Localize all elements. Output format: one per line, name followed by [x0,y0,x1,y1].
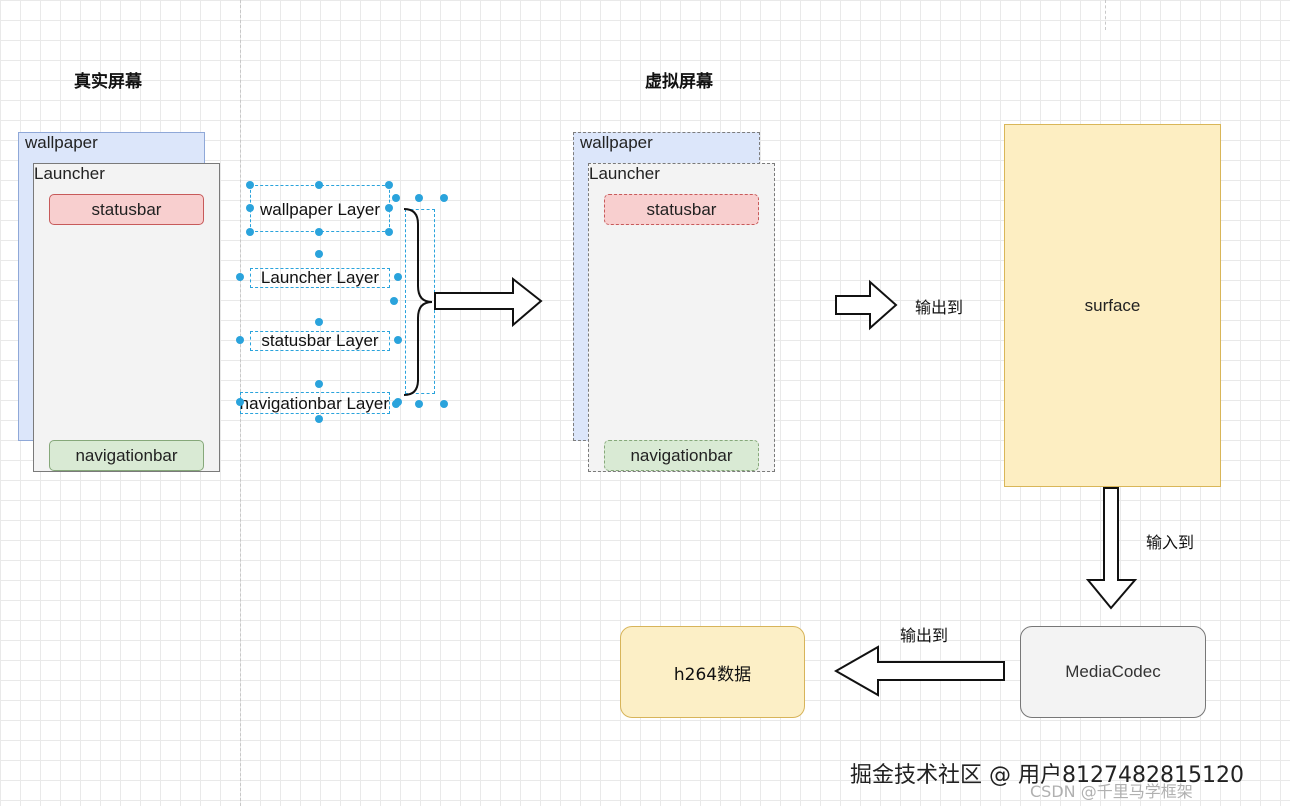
selection-handle[interactable] [236,273,244,281]
arrow-down-icon [1085,487,1138,610]
mediacodec-box: MediaCodec [1020,626,1206,718]
selection-handle[interactable] [246,228,254,236]
selection-handle[interactable] [392,194,400,202]
csdn-watermark: CSDN @千里马学框架 [1030,782,1193,801]
wallpaper-layer-label[interactable]: wallpaper Layer [259,200,380,219]
launcher-layer-label[interactable]: Launcher Layer [250,268,390,288]
virtual-wallpaper-label: wallpaper [580,133,653,152]
selection-handle[interactable] [315,380,323,388]
selection-handle[interactable] [315,228,323,236]
selection-handle[interactable] [440,400,448,408]
surface-box: surface [1004,124,1221,487]
juejin-watermark: 掘金技术社区 @ 用户8127482815120 [850,763,1244,788]
real-launcher-label: Launcher [34,164,105,183]
selection-handle[interactable] [392,400,400,408]
input-to-label: 输入到 [1146,533,1195,552]
selection-handle[interactable] [315,318,323,326]
selection-handle[interactable] [385,181,393,189]
selection-handle[interactable] [394,336,402,344]
selection-handle[interactable] [315,250,323,258]
selection-handle[interactable] [246,181,254,189]
selection-handle[interactable] [246,204,254,212]
selection-handle[interactable] [415,194,423,202]
output-to-surface-label: 输出到 [915,298,964,317]
virtual-statusbar: statusbar [604,194,759,225]
selection-handle[interactable] [385,228,393,236]
real-statusbar: statusbar [49,194,204,225]
arrow-right-icon [434,277,543,328]
curly-brace [403,208,433,396]
selection-handle[interactable] [236,336,244,344]
real-screen-title: 真实屏幕 [74,72,142,92]
output-to-h264-label: 输出到 [900,626,949,645]
real-navigationbar: navigationbar [49,440,204,471]
selection-handle[interactable] [315,181,323,189]
real-wallpaper-label: wallpaper [25,133,98,152]
selection-handle[interactable] [415,400,423,408]
selection-handle[interactable] [385,204,393,212]
arrow-right-icon [835,279,898,331]
selection-handle[interactable] [315,415,323,423]
virtual-launcher-label: Launcher [589,164,660,183]
selection-handle[interactable] [394,273,402,281]
guide-line [1105,0,1106,30]
selection-handle[interactable] [440,194,448,202]
virtual-screen-title: 虚拟屏幕 [645,72,713,92]
navigationbar-layer-label[interactable]: navigationbar Layer [240,392,390,414]
statusbar-layer-label[interactable]: statusbar Layer [250,331,390,351]
selection-handle[interactable] [390,297,398,305]
arrow-left-icon [833,645,1005,697]
virtual-navigationbar: navigationbar [604,440,759,471]
selection-handle[interactable] [236,398,244,406]
h264-box: h264数据 [620,626,805,718]
